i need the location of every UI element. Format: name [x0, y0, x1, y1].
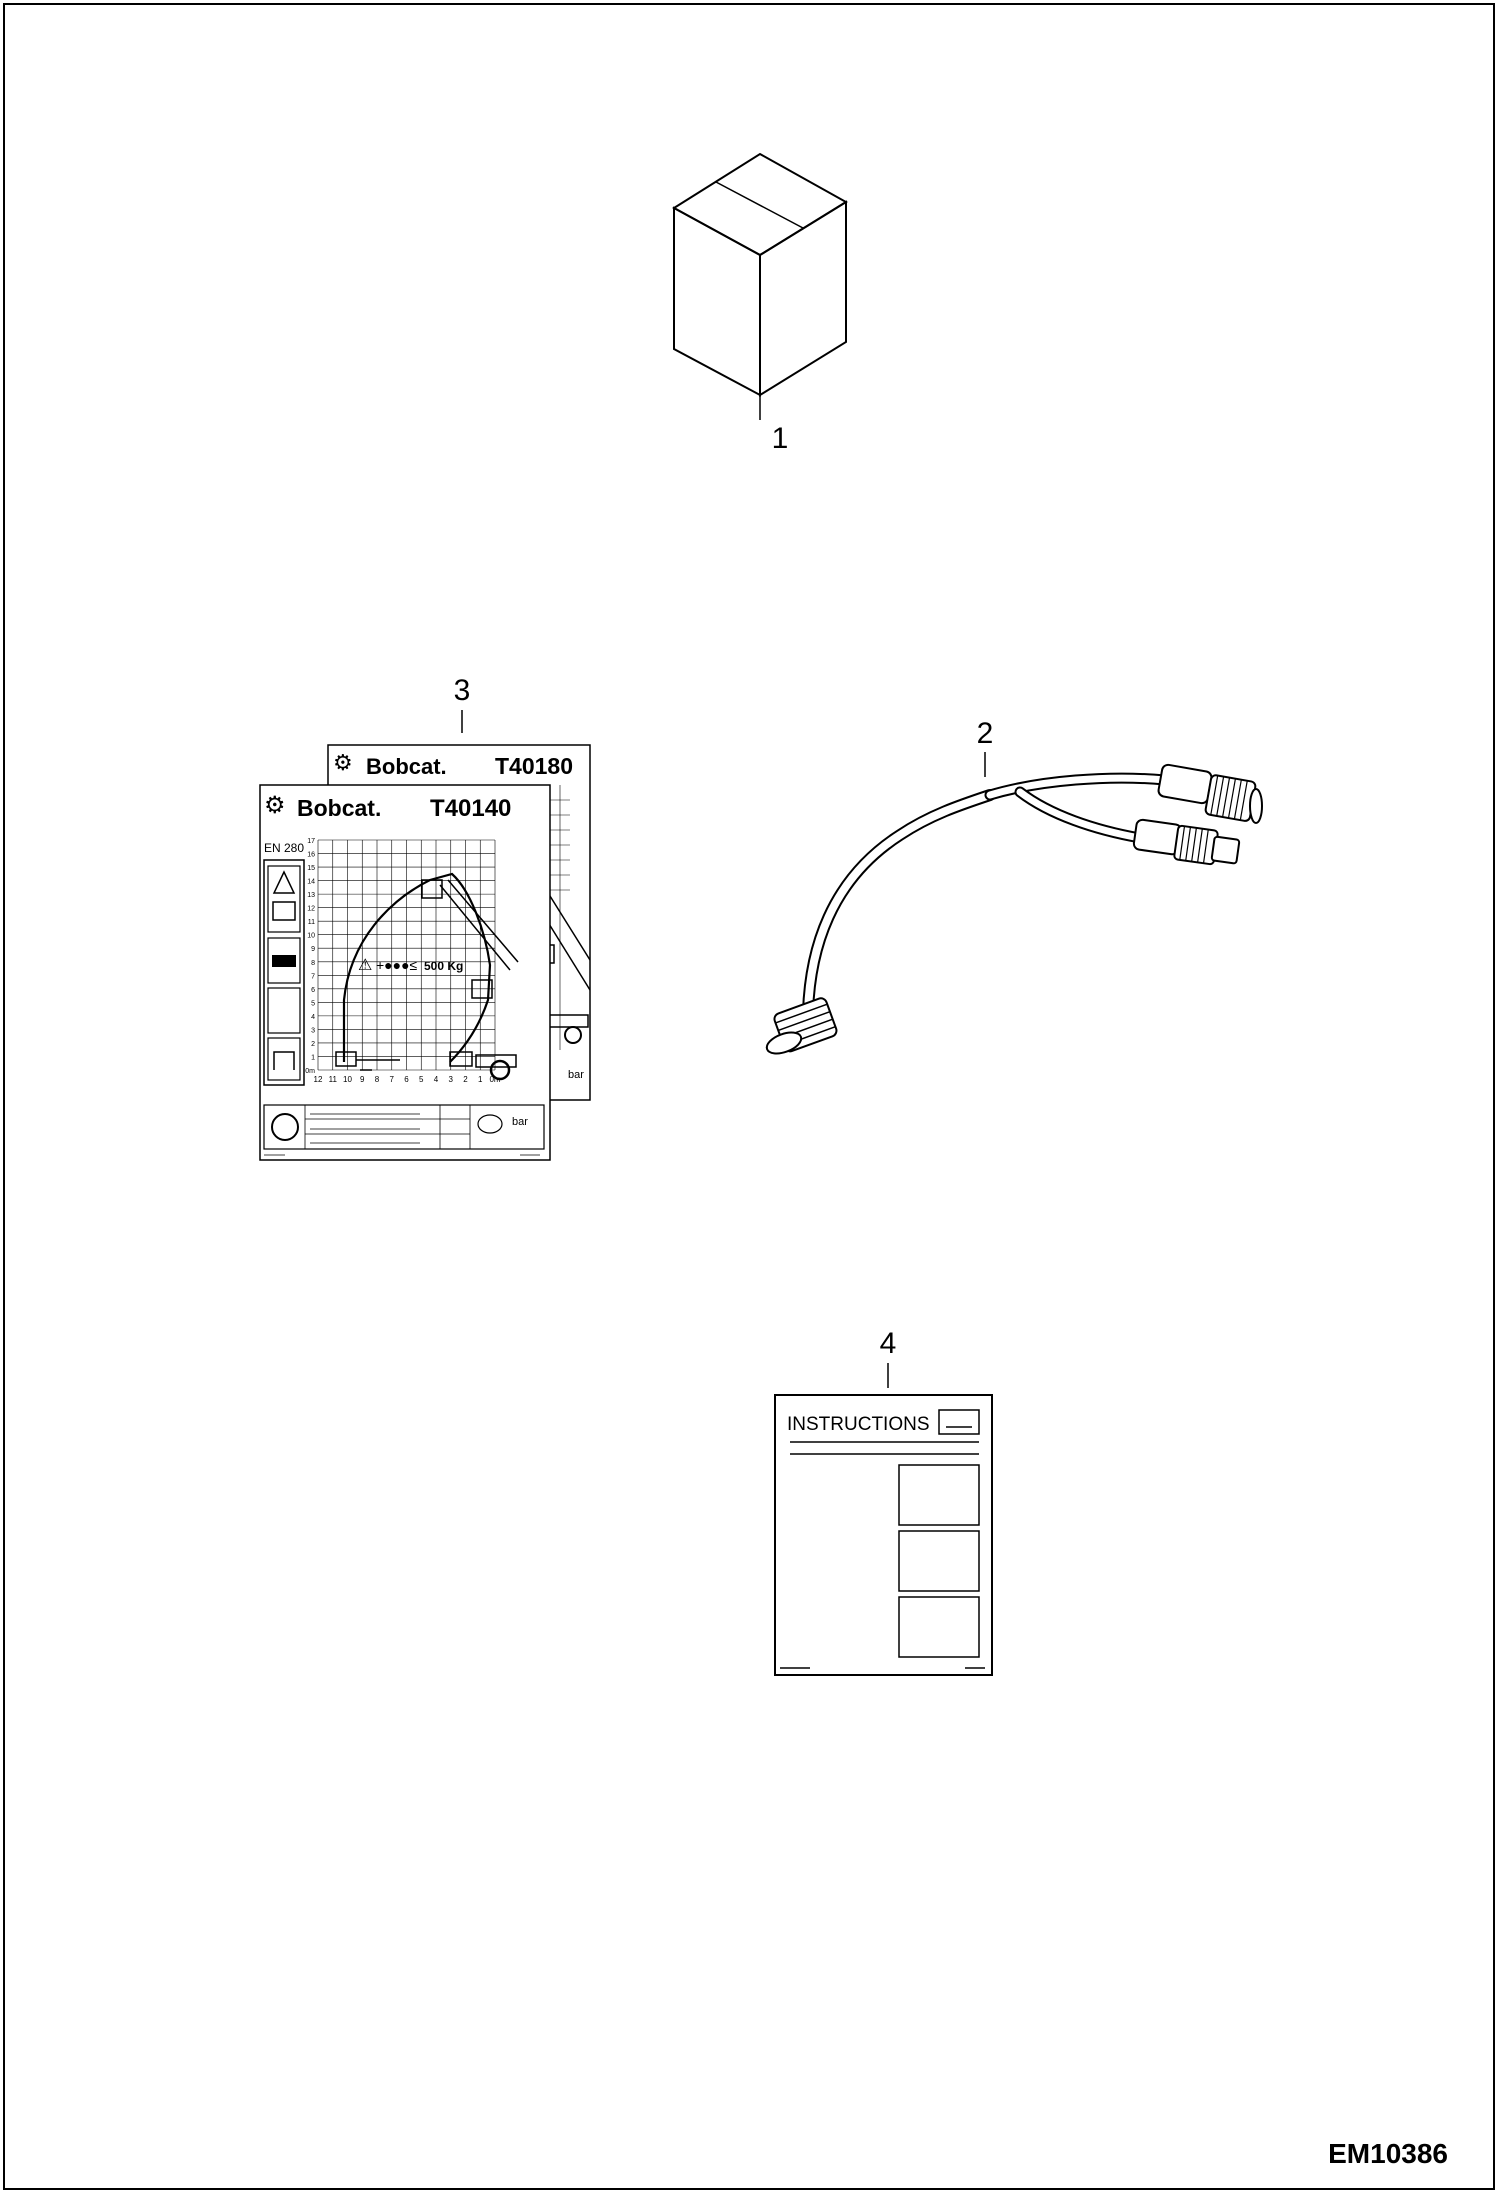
- tyre-icon: [271, 1113, 299, 1141]
- x-tick-label: 11: [329, 1075, 338, 1084]
- x-tick-label: 3: [449, 1075, 454, 1084]
- x-tick-label: 6: [404, 1075, 409, 1084]
- y-tick-label: 15: [307, 865, 315, 872]
- y-tick-label: 2: [311, 1041, 315, 1048]
- y-tick-label: 16: [307, 852, 315, 859]
- y-tick-label: 10: [307, 933, 315, 940]
- outrigger-symbol-panel: [267, 1037, 301, 1081]
- x-tick-label: 10: [343, 1075, 352, 1084]
- y-tick-label: 1: [311, 1054, 315, 1061]
- x-tick-label: 1: [478, 1075, 483, 1084]
- callout-2: 2: [977, 717, 994, 750]
- x-tick-label: 8: [375, 1075, 380, 1084]
- tyre-table: [263, 1104, 545, 1150]
- x-tick-label: 4: [434, 1075, 439, 1084]
- decal-front-brand: Bobcat.: [297, 795, 381, 821]
- working-envelope: [342, 872, 492, 1063]
- decal-back-logo: ⚙: [333, 750, 353, 775]
- lower-connector: [1132, 818, 1241, 866]
- page-frame: [3, 3, 1495, 2190]
- y-tick-label: 17: [307, 838, 315, 845]
- decal-front-standard: EN 280: [264, 841, 304, 855]
- decal-back-model: T40180: [495, 753, 573, 779]
- instructions-title: INSTRUCTIONS: [787, 1414, 930, 1435]
- y-tick-label: 13: [307, 892, 315, 899]
- machine-symbol-panel: [267, 937, 301, 984]
- upper-connector: [1157, 763, 1263, 824]
- decal-front-logo: ⚙: [264, 792, 286, 819]
- y-tick-label: 3: [311, 1027, 315, 1034]
- decal-front-pressure-unit: bar: [512, 1116, 528, 1128]
- load-plus-people: +●●●≤: [376, 957, 418, 973]
- y-tick-label: 14: [307, 879, 315, 886]
- item-4-instruction-sheet: INSTRUCTIONS: [774, 1394, 993, 1676]
- warning-symbol-panel: [267, 865, 301, 933]
- y-tick-label: 6: [311, 987, 315, 994]
- blank-symbol-panel: [267, 987, 301, 1034]
- item-2-y-cable: [765, 763, 1263, 1055]
- y-tick-label: 11: [308, 919, 315, 926]
- decal-back-pressure-unit: bar: [568, 1069, 584, 1081]
- callout-3: 3: [454, 674, 471, 707]
- y-tick-label: 0m: [305, 1068, 315, 1075]
- decal-front-model: T40140: [430, 795, 511, 822]
- y-tick-label: 12: [307, 906, 315, 913]
- x-tick-label: 5: [419, 1075, 424, 1084]
- y-tick-label: 8: [311, 960, 315, 967]
- y-tick-label: 5: [311, 1000, 315, 1007]
- bottom-connector: [765, 997, 838, 1055]
- manual-book-icon: [272, 901, 296, 921]
- x-tick-label: 7: [390, 1075, 395, 1084]
- x-tick-label: 9: [360, 1075, 365, 1084]
- x-tick-label: 2: [463, 1075, 468, 1084]
- y-tick-label: 9: [311, 946, 315, 953]
- callout-1: 1: [772, 422, 789, 455]
- item-1-box: [672, 152, 848, 420]
- x-tick-label: 0m: [489, 1075, 500, 1084]
- load-limit-label: 500 Kg: [424, 959, 463, 973]
- x-tick-label: 12: [314, 1075, 323, 1084]
- decal-back-brand: Bobcat.: [366, 754, 447, 779]
- drawing-code: EM10386: [1328, 2138, 1448, 2169]
- y-tick-label: 4: [311, 1014, 315, 1021]
- warning-triangle-icon: [272, 870, 296, 894]
- callout-4: 4: [880, 1327, 897, 1360]
- y-tick-label: 7: [311, 973, 315, 980]
- load-warning-icon: ⚠: [358, 957, 372, 974]
